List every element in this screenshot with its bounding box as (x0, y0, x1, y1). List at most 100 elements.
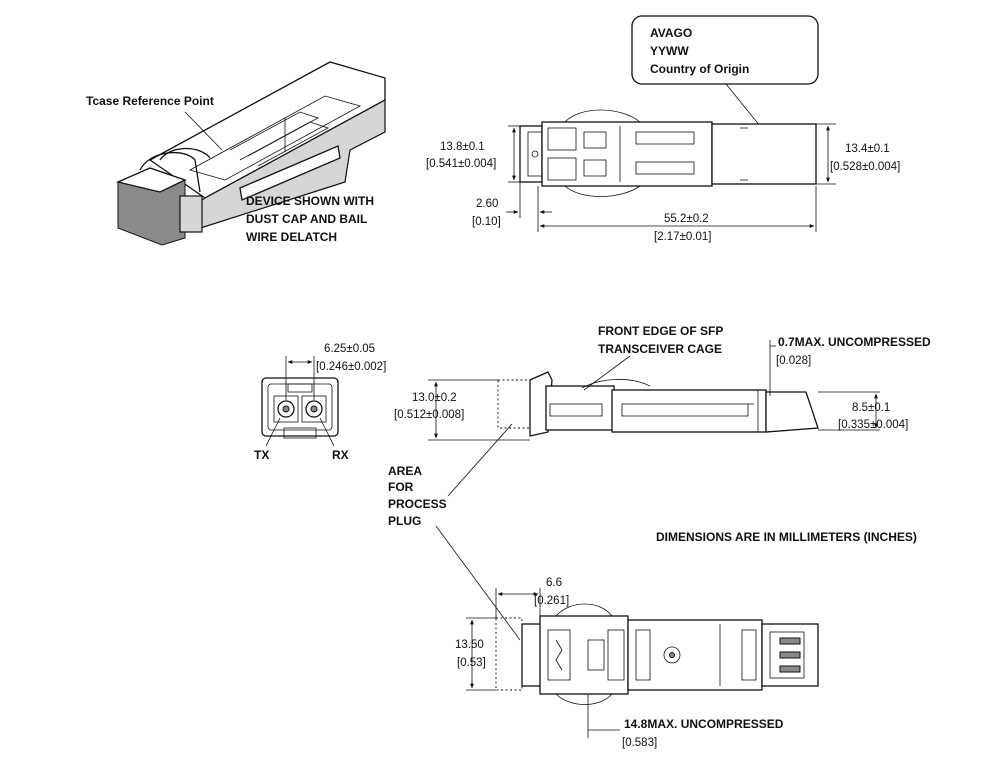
dim-offset-in: [0.10] (472, 216, 501, 228)
bottom-port (547, 629, 571, 681)
dim-t-in: [0.335±0.004] (838, 419, 908, 431)
top-slot-1 (635, 131, 695, 145)
dim-length-mm: 55.2±0.2 (664, 213, 709, 225)
tx-ferrule-ring (277, 400, 295, 418)
dim-w-in: [0.261] (534, 595, 569, 607)
bottom-screw (663, 646, 681, 664)
dim-h-mm: 13.0±0.2 (412, 392, 457, 404)
iso-note-line-3: WIRE DELATCH (246, 230, 337, 244)
bottom-clip (607, 629, 625, 681)
side-cage-tail (765, 391, 819, 433)
iso-note-line-2: DUST CAP AND BAIL (246, 212, 367, 226)
dim-left-mm: 13.8±0.1 (440, 141, 485, 153)
process-plug-note: AREA FOR PROCESS PLUG (388, 423, 521, 641)
rx-ferrule (310, 405, 318, 413)
front-latch-tab (283, 427, 317, 439)
plug-note-line-3: PROCESS (388, 497, 447, 511)
top-bail-arc-lower (564, 185, 641, 197)
tx-leader (265, 417, 281, 447)
bottom-bail-arc-lower (555, 693, 613, 705)
module-top-recess (188, 95, 362, 181)
bail-wire (139, 151, 201, 193)
side-slot (239, 145, 341, 201)
dim-w-mm: 6.6 (546, 577, 562, 589)
bottom-pin-1 (779, 637, 801, 645)
process-plug-area (497, 379, 531, 429)
dim-unc-in: [0.028] (776, 355, 811, 367)
dim-bh-mm: 13.50 (455, 639, 484, 651)
latch-block (179, 195, 203, 233)
bottom-bail-arc (555, 603, 613, 617)
top-port-2 (547, 157, 577, 181)
bottom-cap (521, 623, 543, 687)
dim-h-in: [0.512±0.008] (394, 409, 464, 421)
rx-ferrule-ring (305, 400, 323, 418)
top-cap-screw (531, 150, 539, 158)
dim-unc-mm: 0.7MAX. UNCOMPRESSED (778, 335, 931, 349)
dim-14-in: [0.583] (622, 737, 657, 749)
label-line-3: Country of Origin (650, 62, 749, 76)
side-main-body (611, 389, 767, 433)
dim-offset-mm: 2.60 (476, 198, 498, 210)
cage-note-line-2: TRANSCEIVER CAGE (598, 342, 722, 356)
cage-note-leader (583, 355, 631, 391)
side-view: FRONT EDGE OF SFP TRANSCEIVER CAGE 0.7MA… (394, 324, 931, 441)
tcase-leader (184, 111, 223, 151)
dim-t-mm: 8.5±0.1 (852, 402, 890, 414)
units-note: DIMENSIONS ARE IN MILLIMETERS (INCHES) (656, 530, 917, 544)
top-cap-inner (527, 131, 543, 177)
label-callout-box (631, 15, 819, 85)
dust-cap-top (115, 167, 187, 193)
bottom-window-right (741, 629, 757, 681)
bottom-spring (555, 639, 563, 671)
top-view: AVAGO YYWW Country of Origin 13.8±0.1 [0… (426, 15, 900, 243)
cage-note-line-1: FRONT EDGE OF SFP (598, 324, 723, 338)
isometric-view: Tcase Reference Point DEVICE SHOWN WITH … (86, 61, 386, 246)
dim-pitch-in: [0.246±0.002] (316, 361, 386, 373)
plug-note-line-1: AREA (388, 464, 422, 478)
plug-leader-down (435, 525, 521, 641)
dim-14-mm: 14.8MAX. UNCOMPRESSED (624, 717, 784, 731)
bottom-pin-2 (779, 651, 801, 659)
side-front-body (545, 385, 615, 431)
top-port-1 (547, 127, 577, 151)
side-bail-arc (581, 379, 651, 389)
top-latch-2 (583, 159, 607, 177)
plug-note-line-2: FOR (388, 480, 414, 494)
label-line-2: YYWW (650, 44, 689, 58)
plug-leader-up (447, 423, 513, 497)
front-top-tab (287, 383, 313, 393)
tx-label: TX (254, 448, 269, 462)
plug-note-line-4: PLUG (388, 514, 421, 528)
bottom-front-body (539, 615, 629, 695)
dim-right-in: [0.528±0.004] (830, 161, 900, 173)
top-groove-2 (239, 121, 330, 167)
dim-pitch-mm: 6.25±0.05 (324, 343, 375, 355)
label-line-1: AVAGO (650, 26, 692, 40)
bottom-process-area (495, 617, 523, 691)
side-main-slot (621, 403, 749, 417)
front-housing (261, 377, 339, 437)
tx-ferrule (282, 405, 290, 413)
dim-right-mm: 13.4±0.1 (845, 143, 890, 155)
dim-bh-in: [0.53] (457, 657, 486, 669)
dim-left-in: [0.541±0.004] (426, 158, 496, 170)
top-front-face (519, 125, 543, 183)
label-leader (725, 83, 761, 127)
iso-note-line-1: DEVICE SHOWN WITH (246, 194, 374, 208)
bottom-pin-3 (779, 665, 801, 673)
bottom-window-left (635, 629, 651, 681)
bottom-latch (587, 639, 605, 671)
front-view: 6.25±0.05 [0.246±0.002] TX RX (254, 343, 386, 462)
rx-label: RX (332, 448, 349, 462)
bottom-connector-inner (769, 631, 805, 679)
rx-leader (319, 417, 335, 447)
top-latch-1 (583, 131, 607, 149)
bail-wire-2 (159, 147, 211, 161)
side-front-slot (549, 403, 603, 417)
tcase-reference-label: Tcase Reference Point (86, 94, 214, 108)
bottom-screw-center (669, 652, 675, 658)
top-slot-2 (635, 161, 695, 175)
top-cage-section (711, 123, 817, 185)
